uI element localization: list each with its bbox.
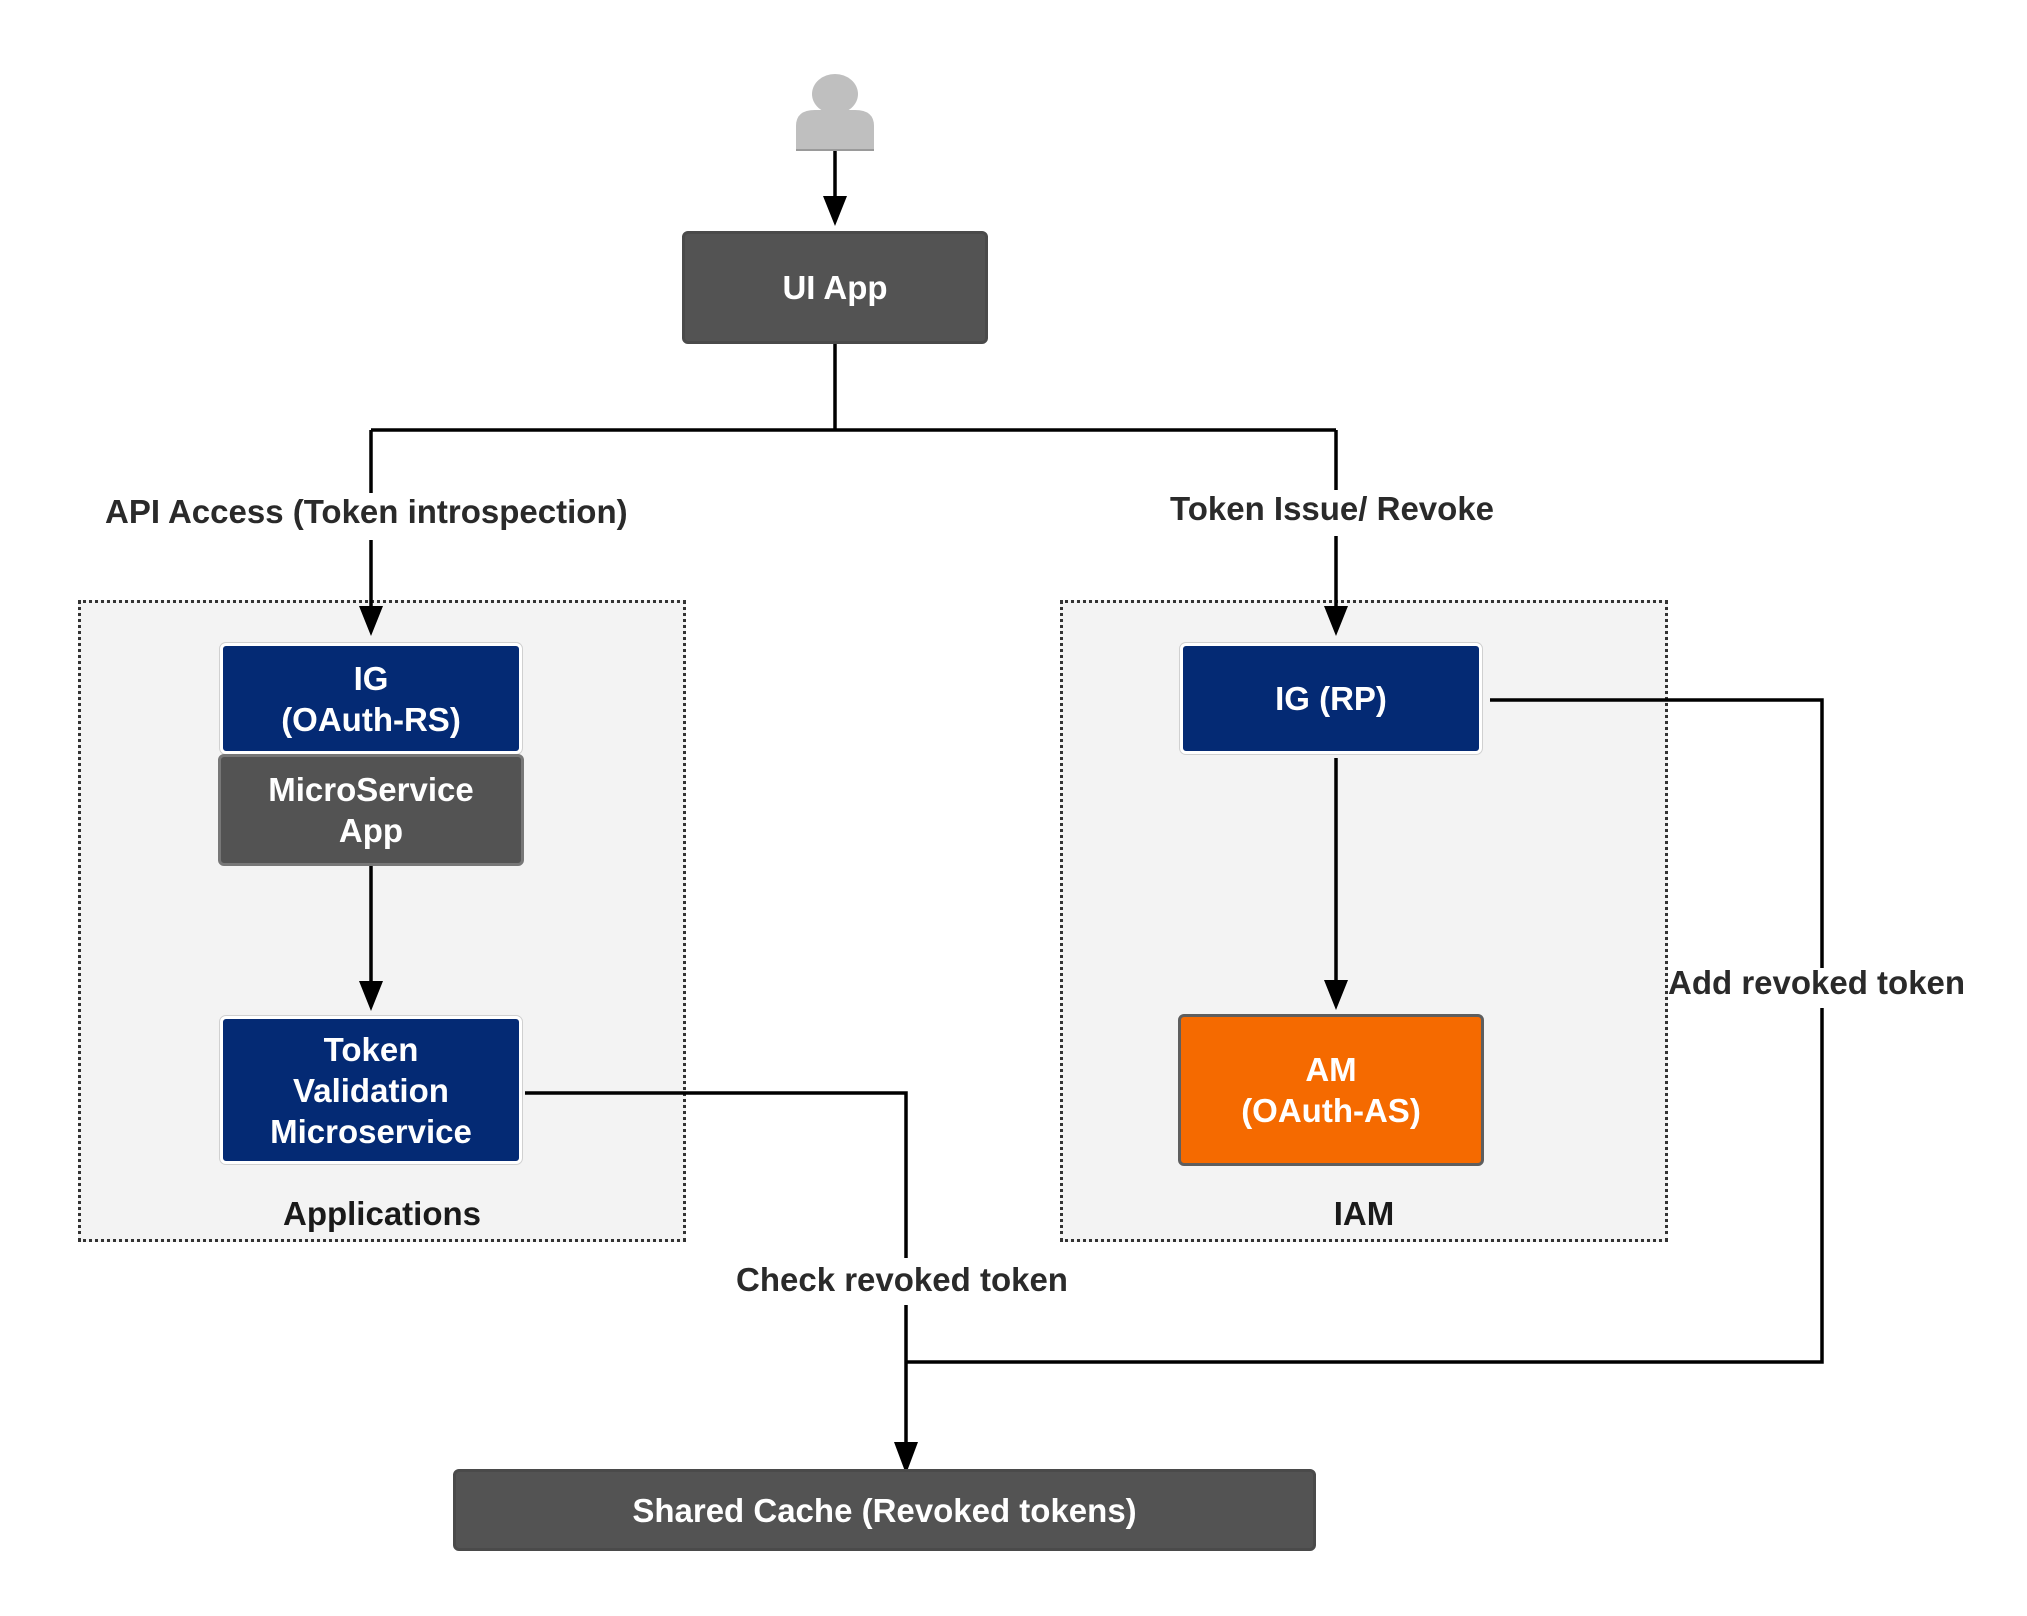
arrowhead-cache (894, 1442, 918, 1474)
igrp-to-cache-upper (1490, 698, 1824, 968)
add-revoked-label: Add revoked token (1668, 964, 1966, 1001)
arrowhead-ig-rp (1324, 606, 1348, 636)
shared-cache-node[interactable]: Shared Cache (Revoked tokens) (453, 1469, 1316, 1551)
ig-rp-node[interactable]: IG (RP) (1180, 643, 1482, 754)
token-issue-label: Token Issue/ Revoke (1166, 490, 1499, 528)
arrowhead-user-ui (823, 196, 847, 226)
am-oauth-as-node[interactable]: AM (OAuth-AS) (1178, 1014, 1484, 1166)
microservice-app-node[interactable]: MicroService App (218, 754, 524, 866)
api-access-label: API Access (Token introspection) (101, 493, 632, 531)
check-revoked-label: Check revoked token (736, 1261, 1068, 1298)
applications-group-label: Applications (282, 1195, 482, 1232)
igrp-to-cache-lower (906, 1008, 1824, 1364)
user-icon (796, 74, 874, 151)
arrowhead-ig-rs (359, 606, 383, 636)
arrowhead-validation (359, 981, 383, 1011)
iam-group-label: IAM (1333, 1195, 1395, 1232)
arrowhead-am (1324, 980, 1348, 1010)
token-validation-node[interactable]: Token Validation Microservice (220, 1016, 522, 1164)
ig-oauth-rs-node[interactable]: IG (OAuth-RS) (220, 643, 522, 754)
validation-to-cache-top (525, 1091, 908, 1258)
ui-app-node[interactable]: UI App (682, 231, 988, 344)
